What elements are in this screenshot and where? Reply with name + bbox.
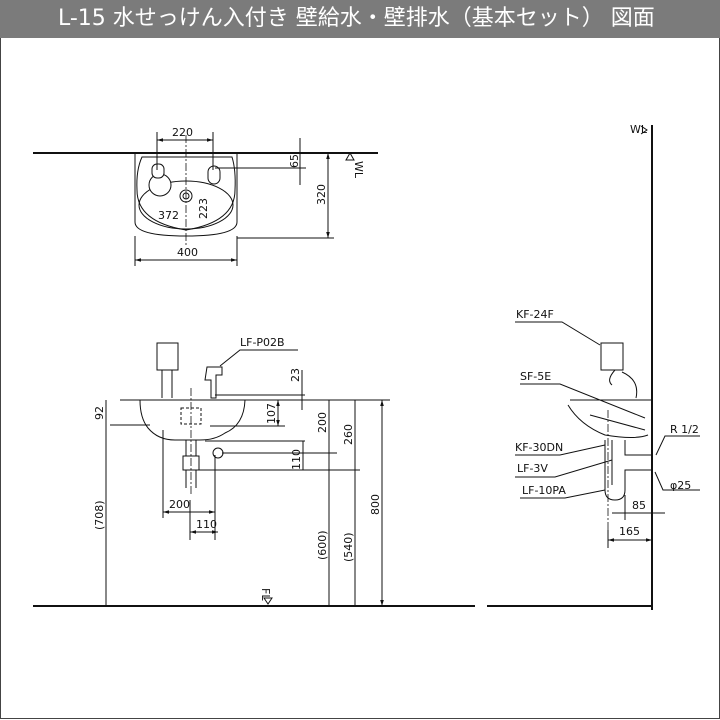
side-wall-label: WL [630, 123, 648, 136]
part-label-lf-3v: LF-3V [517, 462, 548, 475]
side-trap [604, 440, 652, 501]
dim-drain-to-supply-h: 200 [169, 498, 190, 511]
side-supply [624, 440, 652, 456]
leader-line [520, 383, 646, 419]
leader-line [219, 349, 298, 367]
dim-bowl-width: 372 [158, 209, 179, 222]
drain-diameter-label: φ25 [670, 479, 691, 492]
side-soap-dispenser [600, 342, 624, 371]
dim-rim-to-supply: 107 [265, 403, 278, 424]
dim-floor-to-bottom: (708) [93, 500, 106, 530]
dim-bowl-depth: 223 [197, 198, 210, 219]
part-label-kf-30dn: KF-30DN [515, 441, 563, 454]
dim-bowl-height: 92 [93, 406, 106, 420]
soap-dispenser [156, 342, 179, 371]
leader-line [515, 444, 606, 456]
basin-front [139, 399, 246, 441]
faucet-top [207, 165, 221, 185]
part-label-kf-24f: KF-24F [516, 308, 554, 321]
dim-center-to-supply: 110 [196, 518, 217, 531]
faucet-part-label: LF-P02B [240, 336, 285, 349]
leader-line [654, 471, 700, 491]
leader-line [520, 489, 606, 499]
dim-rim-to-drain-b: 260 [342, 424, 355, 445]
leader-line [655, 435, 700, 456]
wall-label-top: WL [352, 161, 365, 179]
supply-thread-label: R 1/2 [670, 423, 699, 436]
side-basin-inner [589, 414, 646, 431]
part-label-lf-10pa: LF-10PA [522, 484, 566, 497]
dim-floor-to-supply: (600) [316, 530, 329, 560]
dim-faucet-height: 23 [289, 368, 302, 382]
faucet [204, 366, 223, 399]
wl-marker-icon [345, 151, 355, 161]
dim-depth: 320 [315, 184, 328, 205]
dim-width: 400 [177, 246, 198, 259]
side-basin [567, 399, 652, 438]
soap-stem [161, 370, 173, 398]
dim-outlet-from-wall: 165 [619, 525, 640, 538]
side-view: WL KF-24F SF-5E KF-30DN LF-3V LF-10PA R … [487, 123, 700, 610]
floor-label: FL [259, 588, 272, 601]
top-view: 220 65 320 WL 372 223 400 [33, 126, 378, 266]
wl-marker-icon [640, 125, 648, 135]
side-faucet [609, 369, 638, 399]
dim-faucet-spacing: 220 [172, 126, 193, 139]
dim-floor-to-drain: (540) [342, 532, 355, 562]
dim-drain-from-wall: 85 [632, 499, 646, 512]
fl-marker-icon [263, 597, 273, 605]
part-label-sf-5e: SF-5E [520, 370, 551, 383]
dim-floor-to-rim: 800 [369, 494, 382, 515]
dim-depth-offset: 65 [288, 154, 301, 168]
leader-line [515, 321, 601, 346]
front-view: LF-P02B 23 107 200 (600) 260 (540) [33, 336, 475, 607]
dim-rim-to-drain-a: 200 [316, 412, 329, 433]
page-title: L-15 水せっけん入付き 壁給水・壁排水（基本セット） 図面 [0, 0, 720, 38]
soap-pump-top [151, 163, 165, 179]
leader-line [515, 459, 613, 478]
dim-supply-drain-gap: 110 [290, 449, 303, 470]
